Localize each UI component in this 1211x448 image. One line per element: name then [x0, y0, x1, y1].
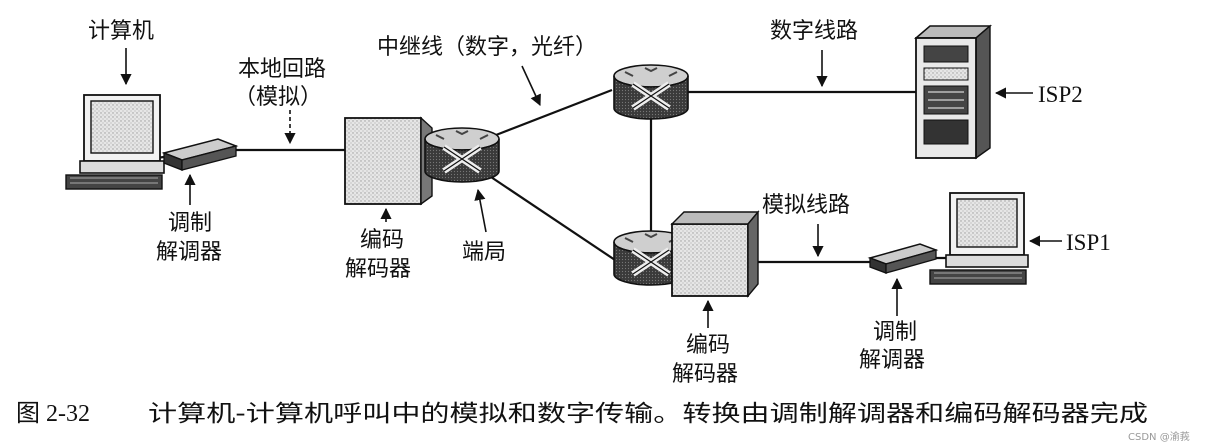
server-isp2-icon	[913, 24, 993, 160]
trunk-wire	[495, 88, 613, 137]
label-computer: 计算机	[88, 19, 154, 44]
caption-number: 图 2-32	[16, 401, 90, 427]
label-codec-left-2: 解码器	[345, 257, 411, 282]
label-isp1: ISP1	[1066, 230, 1111, 255]
label-modem-right-2: 解调器	[859, 348, 925, 373]
label-modem-left-2: 解调器	[156, 240, 222, 265]
label-trunk: 中继线（数字，光纤）	[377, 35, 597, 60]
toll-switch-top-icon	[614, 65, 688, 119]
label-codec-left-1: 编码	[360, 228, 404, 253]
label-codec-bottom-1: 编码	[686, 333, 730, 358]
modem-icon-left	[161, 138, 239, 171]
arrow-trunk	[521, 65, 541, 107]
arrow-end-office	[474, 188, 487, 233]
label-digital-line: 数字线路	[770, 19, 858, 44]
codec-box-left	[344, 116, 433, 206]
computer-icon	[65, 94, 165, 190]
modem-icon-right	[867, 243, 939, 274]
caption-text: 计算机-计算机呼叫中的模拟和数字传输。转换由调制解调器和编码解码器完成	[148, 401, 1148, 427]
label-modem-right-1: 调制	[873, 320, 917, 345]
label-isp2: ISP2	[1038, 82, 1083, 107]
label-codec-bottom-2: 解码器	[672, 362, 738, 387]
computer-isp1-icon	[929, 192, 1029, 285]
label-local-loop-2: （模拟）	[234, 85, 322, 110]
label-local-loop-1: 本地回路	[238, 57, 326, 82]
watermark: CSDN @渝莪	[1128, 430, 1190, 443]
label-modem-left-1: 调制	[168, 211, 212, 236]
codec-box-bottom	[670, 210, 760, 298]
label-end-office: 端局	[462, 240, 506, 265]
end-office-switch-icon	[425, 128, 499, 182]
label-analog-line: 模拟线路	[762, 193, 850, 218]
office-to-bottom-wire	[487, 174, 619, 263]
